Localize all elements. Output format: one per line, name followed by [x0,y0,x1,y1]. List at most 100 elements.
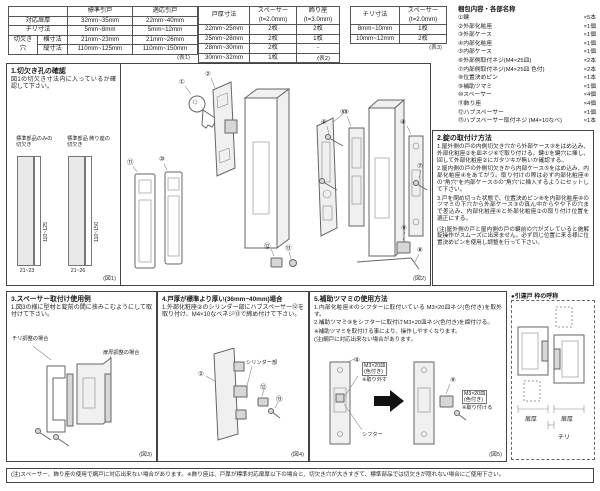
callout-9: ⑨ [401,225,407,232]
t2-cell: 2枚 [249,43,297,54]
inner-plate-after [413,361,467,445]
t1-cell: 5mm~8mm [67,25,133,36]
callout-13: ⑬ [285,244,292,252]
part-thumb-knob [396,231,411,254]
t1-cell: 21mm~23mm [67,34,133,45]
t1-cell: 32mm~35mm [67,15,133,26]
parts-item: ①鍵×5本 [458,15,596,21]
t2-cell: 22mm~25mm [198,24,250,35]
door-sections [517,306,585,429]
parts-item: ⑥外部側取付ネジ(M4×25皿)×2本 [458,57,596,64]
callout-12: ⑫ [260,383,267,391]
t1-cell: 22mm~40mm [132,15,198,26]
t1-row-label: 対応扉厚 [8,15,68,26]
fig5-label-shifter: シフター [362,432,383,438]
parts-item: ⑫ハブスペーサー×1個 [458,109,596,116]
fig1-caption: (図1) [103,276,116,282]
section-1-title: 1.切欠き孔の確認 [11,68,66,75]
part-hub-spacer [270,248,297,268]
callout-10: ⑩ [159,156,165,163]
parts-item: ⑧位置決めピン×1本 [458,75,596,82]
parts-item: ⑪飾り座×4個 [458,100,596,107]
t3-caption: (表3) [429,45,442,51]
fig5-label-screw-left: M3×20皿 (色付き) [362,362,388,377]
section-5-title: 5.補助ツマミの使用方法 [314,296,388,303]
fig5-label-remove: ※取り外す [362,377,388,383]
t2-cell: 25mm~28mm [198,33,250,44]
t1-cell: 5mm~12mm [132,25,198,36]
parts-item: ②外部化粧座×1個 [458,23,596,30]
callout-1: ① [179,79,185,86]
parts-list-title: 梱包内容・各部名称 [458,6,516,13]
parts-item: ⑬ハブスペーサー取付ネジ (M4×10なべ)×1本 [458,118,596,125]
fig5-label-screw-right: M3×20皿 (色付き) [462,390,488,405]
label-door-thickness-2: 扉厚 [561,415,573,423]
callout-12: ⑫ [264,242,271,250]
section-2-step3: 3.戸を閉め切った状態で、位置決めピン⑧を内部化粧座④のツマミの下穴から外部ケー… [437,195,589,222]
fig3-caption: (図3) [139,452,152,458]
door-extrusion-inner [367,98,406,258]
t1-caption: (表1) [177,55,190,61]
parts-item: ④内部化粧座×1個 [458,40,596,47]
section-2-note: (注)屋外側の戸と屋内側の戸の鍵前の穴がズレていると施解錠操作がスムーズに出来ま… [437,226,589,246]
fig4-caption: (図4) [291,452,304,458]
t2-cell: 2枚 [296,24,340,35]
section-2: 2.錠の取付け方法 1.屋外側の戸の内側切欠き穴から外部ケース③をはめ込み、外部… [432,130,594,286]
section-4: 4.戸厚が標準より厚い(36mm~40mm)場合 1.外部化粧座②のシリンダー部… [157,291,309,462]
section-1-body: 図1の切欠き寸法内に入っているか確認して下さい。 [11,77,116,91]
figure-2: ⑪ ⑩ ① ② [120,63,431,286]
fig1-left-column [17,156,34,266]
label-door-thickness-1: 扉厚 [525,415,537,423]
t2-cell: 28mm~30mm [198,43,250,54]
label-chiri: チリ [558,434,570,441]
callout-2: ② [205,71,211,78]
callout-11: ⑪ [127,158,134,166]
fig5-label-attach: ※取り付ける [462,405,493,411]
fig1-right-hdim: 21~26 [70,268,86,274]
t2-header: 飾り座 (t=3.0mm) [296,6,340,25]
frame-naming-drawing: 扉厚 扉厚 チリ [517,306,585,441]
parts-list: 梱包内容・各部名称 ①鍵×5本 ②外部化粧座×1個 ③外部ケース×1個 ④内部化… [458,5,596,126]
callout-7: ⑦ [417,163,423,170]
fig3-label-tobira: 扉厚調整の場合 [103,350,140,356]
t3-header: スペーサー (t=2.0mm) [399,6,447,25]
t2-cell: 2枚 [249,24,297,35]
figure-4-drawing: ② ⑫ ⑬ [198,348,283,441]
t3-cell: 2枚 [399,33,447,44]
t2-cell: - [296,43,340,54]
t3-cell: 1枚 [399,24,447,35]
parts-item: ③外部ケース×1個 [458,32,596,39]
part-outer-case [316,113,344,237]
t1-cell: 110mm~150mm [132,44,198,55]
section-2-title: 2.錠の取付け方法 [437,135,492,142]
fig1-left-label: 標準部品のみの 切欠き [16,136,53,149]
t2-header: スペーサー (t=2.0mm) [249,6,297,25]
figure-5-drawing: ④ ⑨ [329,357,467,445]
callout-4: ④ [354,357,360,364]
t1-sub-label: 横寸法 [37,34,68,45]
part-kazariza [132,163,183,269]
fig4-label-cylinder: シリンダー部 [246,360,278,366]
fig5-caption: (図5) [489,452,502,458]
part-outer-plate [210,77,238,177]
frame-naming-panel: 扉厚 扉厚 チリ [511,300,595,460]
section-3-title: 3.スペーサー取付け使用例 [11,296,91,303]
t2-header: 戸厚寸法 [198,6,250,25]
part-positioning-pin [356,253,420,270]
t3-cell: 8mm~10mm [350,24,400,35]
callout-13: ⑬ [276,395,283,403]
spec-table-2: 戸厚寸法 スペーサー (t=2.0mm) 飾り座 (t=3.0mm) 22mm~… [198,6,340,63]
section-4-title: 4.戸厚が標準より厚い(36mm~40mm)場合 [162,296,283,303]
parts-item: ⑨補助ツマミ×1個 [458,83,596,90]
t1-header-applicable: 適応引戸 [132,6,198,17]
door-extrusion-outer [243,88,291,249]
t1-group-label: 切欠き穴 [8,34,38,55]
inner-plate-before [329,357,363,445]
t1-header-standard: 標準引戸 [67,6,133,17]
t2-cell: 2枚 [249,33,297,44]
section-4-body: 1.外部化粧座②のシリンダー部にハブスペーサー⑫を取り付け、M4×10なべネジ⑬… [162,305,304,319]
fig1-left-vdim: 110~125 [43,222,49,242]
callout-3: ③ [343,109,349,116]
t2-cell: 1枚 [296,33,340,44]
fig1-left-edge [34,156,41,266]
